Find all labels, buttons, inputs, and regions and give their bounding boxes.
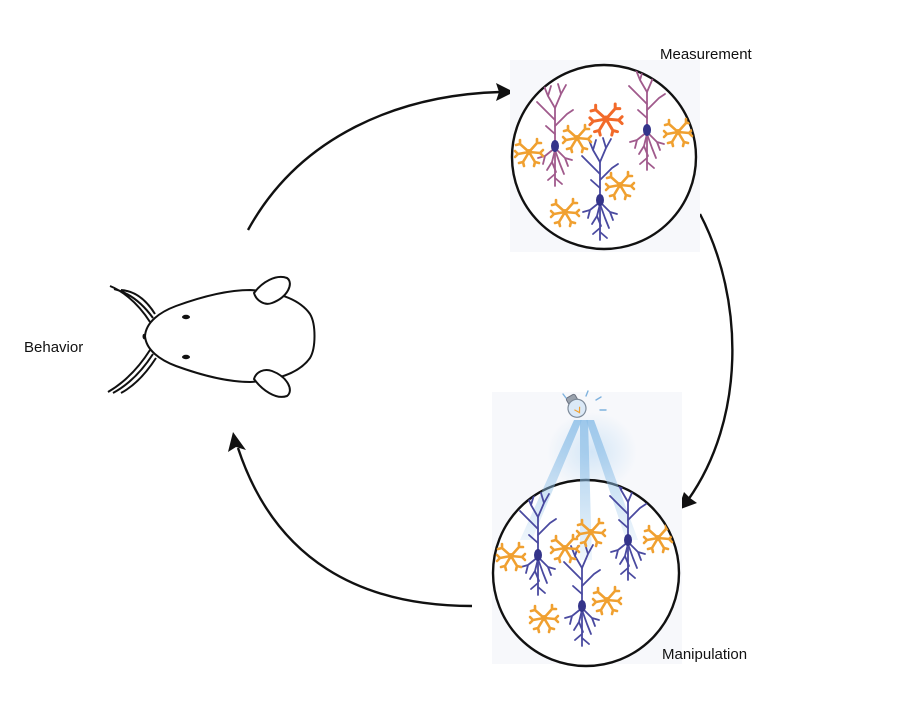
measurement-label: Measurement [660,46,752,63]
whiskers-lower [107,349,157,394]
mouse-eye-bottom [182,354,190,360]
arrow-manipulation-to-behavior [236,447,473,608]
whiskers-upper [109,285,156,323]
arrowhead-manipulation [678,492,697,510]
unrecorded-neuron-center [581,137,619,241]
behavior-label: Behavior [24,339,84,356]
manipulation-panel [491,390,682,668]
mouse-eye-top [182,314,190,320]
manipulated-neuron-right [609,480,647,581]
mouse-ear-top [252,276,291,305]
mouse-body [143,288,316,384]
manipulated-neuron-center [563,543,601,647]
measurement-panel [510,60,700,252]
arrowheads [228,83,697,510]
recorded-neuron-left [536,83,574,187]
measurement-circle [510,63,698,251]
cycle-arrows [236,90,734,608]
recorded-neuron-right [628,67,666,171]
light-bulb-icon [565,393,587,418]
mouse-ear-bottom [252,369,291,398]
manipulated-neuron-left [519,492,557,596]
arrowhead-behavior [228,432,246,452]
light-rays [562,390,607,411]
mouse-nose [142,333,146,340]
mouse-eyes [182,314,190,360]
arrowhead-measurement [496,83,514,101]
mouse-top-view-icon [107,276,316,398]
arrow-measurement-to-manipulation [687,213,734,501]
arrow-behavior-to-measurement [246,90,501,231]
manipulation-label: Manipulation [662,646,748,663]
